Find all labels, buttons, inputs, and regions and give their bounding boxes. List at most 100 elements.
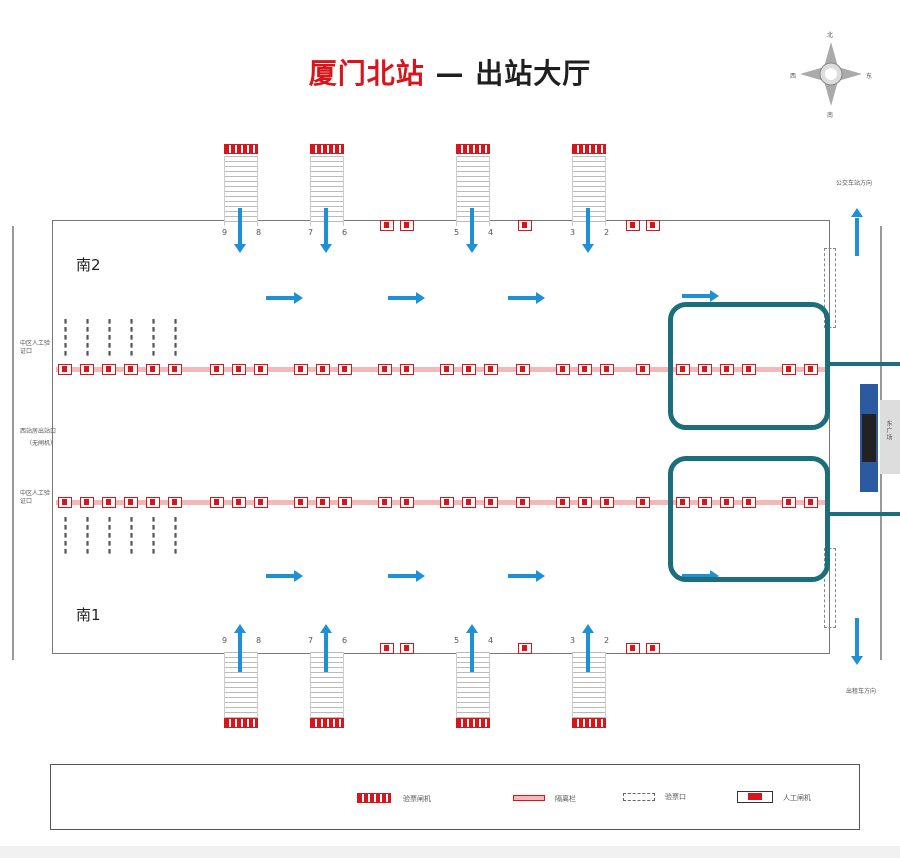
- manual-gate: [626, 643, 640, 654]
- legend-ticket-window-label: 验票口: [665, 793, 686, 801]
- manual-gate: [380, 220, 394, 231]
- manual-gate: [578, 364, 592, 375]
- arrow-up-icon: [582, 624, 594, 633]
- platform-number-top: 3: [570, 228, 576, 237]
- arrow-right-icon: [710, 290, 719, 302]
- manual-gate: [636, 497, 650, 508]
- gate-column-label: ▮▮▮▮▮: [84, 318, 91, 358]
- stair-bottom-platform-9-8: [224, 652, 258, 718]
- right-gate-strip-bottom: [824, 548, 836, 628]
- flow-arrow-east: [508, 296, 536, 300]
- bus-arrow-head-icon: [851, 208, 863, 217]
- manual-gate: [338, 364, 352, 375]
- exit-flow-arrow-up: [470, 632, 474, 672]
- flow-arrow-east: [388, 574, 416, 578]
- manual-gate: [518, 643, 532, 654]
- manual-gate: [782, 364, 796, 375]
- manual-gate: [556, 497, 570, 508]
- gate-column-label: ▮▮▮▮▮: [62, 318, 69, 358]
- arrow-right-icon: [416, 570, 425, 582]
- gate-column-label: ▮▮▮▮▮: [84, 516, 91, 556]
- ticket-gate-bank-top: [572, 144, 606, 154]
- arrow-down-icon: [582, 244, 594, 253]
- manual-gate: [462, 364, 476, 375]
- left-frame-line: [12, 226, 14, 660]
- manual-gate: [484, 497, 498, 508]
- platform-number-bottom: 5: [454, 636, 460, 645]
- bus-arrow: [855, 218, 859, 256]
- manual-gate: [294, 497, 308, 508]
- title-station: 厦门北站: [308, 57, 425, 90]
- manual-gate: [210, 364, 224, 375]
- compass-north: 北: [827, 32, 834, 39]
- taxi-arrow: [855, 618, 859, 656]
- highlight-connector-bottom: [830, 512, 900, 516]
- flow-arrow-east: [388, 296, 416, 300]
- manual-gate: [646, 220, 660, 231]
- platform-number-bottom: 7: [308, 636, 314, 645]
- arrow-up-icon: [320, 624, 332, 633]
- manual-gate: [378, 497, 392, 508]
- platform-number-bottom: 3: [570, 636, 576, 645]
- manual-gate: [626, 220, 640, 231]
- platform-number-top: 5: [454, 228, 460, 237]
- platform-number-top: 4: [488, 228, 494, 237]
- exit-flow-arrow-up: [324, 632, 328, 672]
- manual-gate: [102, 364, 116, 375]
- platform-number-bottom: 6: [342, 636, 348, 645]
- manual-gate: [600, 497, 614, 508]
- east-gate-label: 东广场: [885, 420, 892, 441]
- exit-flow-arrow-down: [238, 208, 242, 244]
- legend-isolation-icon: [513, 795, 545, 801]
- platform-number-top: 9: [222, 228, 228, 237]
- flow-arrow-east: [266, 574, 294, 578]
- manual-gate: [556, 364, 570, 375]
- bus-direction-label: 公交车站方向: [836, 180, 873, 187]
- ticket-gate-bank-top: [456, 144, 490, 154]
- title-hall: 出站大厅: [475, 57, 592, 90]
- manual-gate: [516, 497, 530, 508]
- flow-arrow-east: [682, 294, 710, 298]
- platform-number-top: 8: [256, 228, 262, 237]
- ticket-gate-bank-top: [310, 144, 344, 154]
- manual-gate: [804, 364, 818, 375]
- manual-gate: [254, 497, 268, 508]
- manual-gate: [400, 364, 414, 375]
- manual-gate: [210, 497, 224, 508]
- manual-gate: [646, 643, 660, 654]
- manual-gate: [720, 364, 734, 375]
- manual-gate: [600, 364, 614, 375]
- arrow-down-icon: [320, 244, 332, 253]
- compass-rose: 北 南 西 东: [790, 32, 872, 120]
- gate-column-label: ▮▮▮▮▮: [62, 516, 69, 556]
- manual-gate: [578, 497, 592, 508]
- left-label-bottom: 中区人工验证口: [20, 490, 51, 505]
- platform-number-bottom: 8: [256, 636, 262, 645]
- manual-gate: [676, 364, 690, 375]
- manual-gate: [294, 364, 308, 375]
- highlight-box-top: [668, 302, 830, 430]
- manual-gate: [80, 364, 94, 375]
- platform-number-top: 2: [604, 228, 610, 237]
- title-dash: —: [435, 57, 465, 90]
- manual-gate: [58, 364, 72, 375]
- arrow-right-icon: [536, 292, 545, 304]
- page-title: 厦门北站 — 出站大厅: [0, 52, 900, 92]
- manual-gate: [168, 497, 182, 508]
- ticket-gate-bank-bottom: [310, 718, 344, 728]
- west-exit-sub-label: （无闸机）: [26, 440, 57, 447]
- highlight-connector-top: [830, 362, 900, 366]
- manual-gate: [742, 364, 756, 375]
- arrow-down-icon: [466, 244, 478, 253]
- manual-gate: [698, 497, 712, 508]
- exit-flow-arrow-up: [586, 632, 590, 672]
- manual-gate: [518, 220, 532, 231]
- manual-gate: [676, 497, 690, 508]
- manual-gate: [400, 497, 414, 508]
- manual-gate: [380, 643, 394, 654]
- manual-gate: [400, 220, 414, 231]
- flow-arrow-east: [682, 574, 710, 578]
- manual-gate: [516, 364, 530, 375]
- exit-hall-outline: [52, 220, 830, 654]
- east-gate-tab: [880, 400, 900, 474]
